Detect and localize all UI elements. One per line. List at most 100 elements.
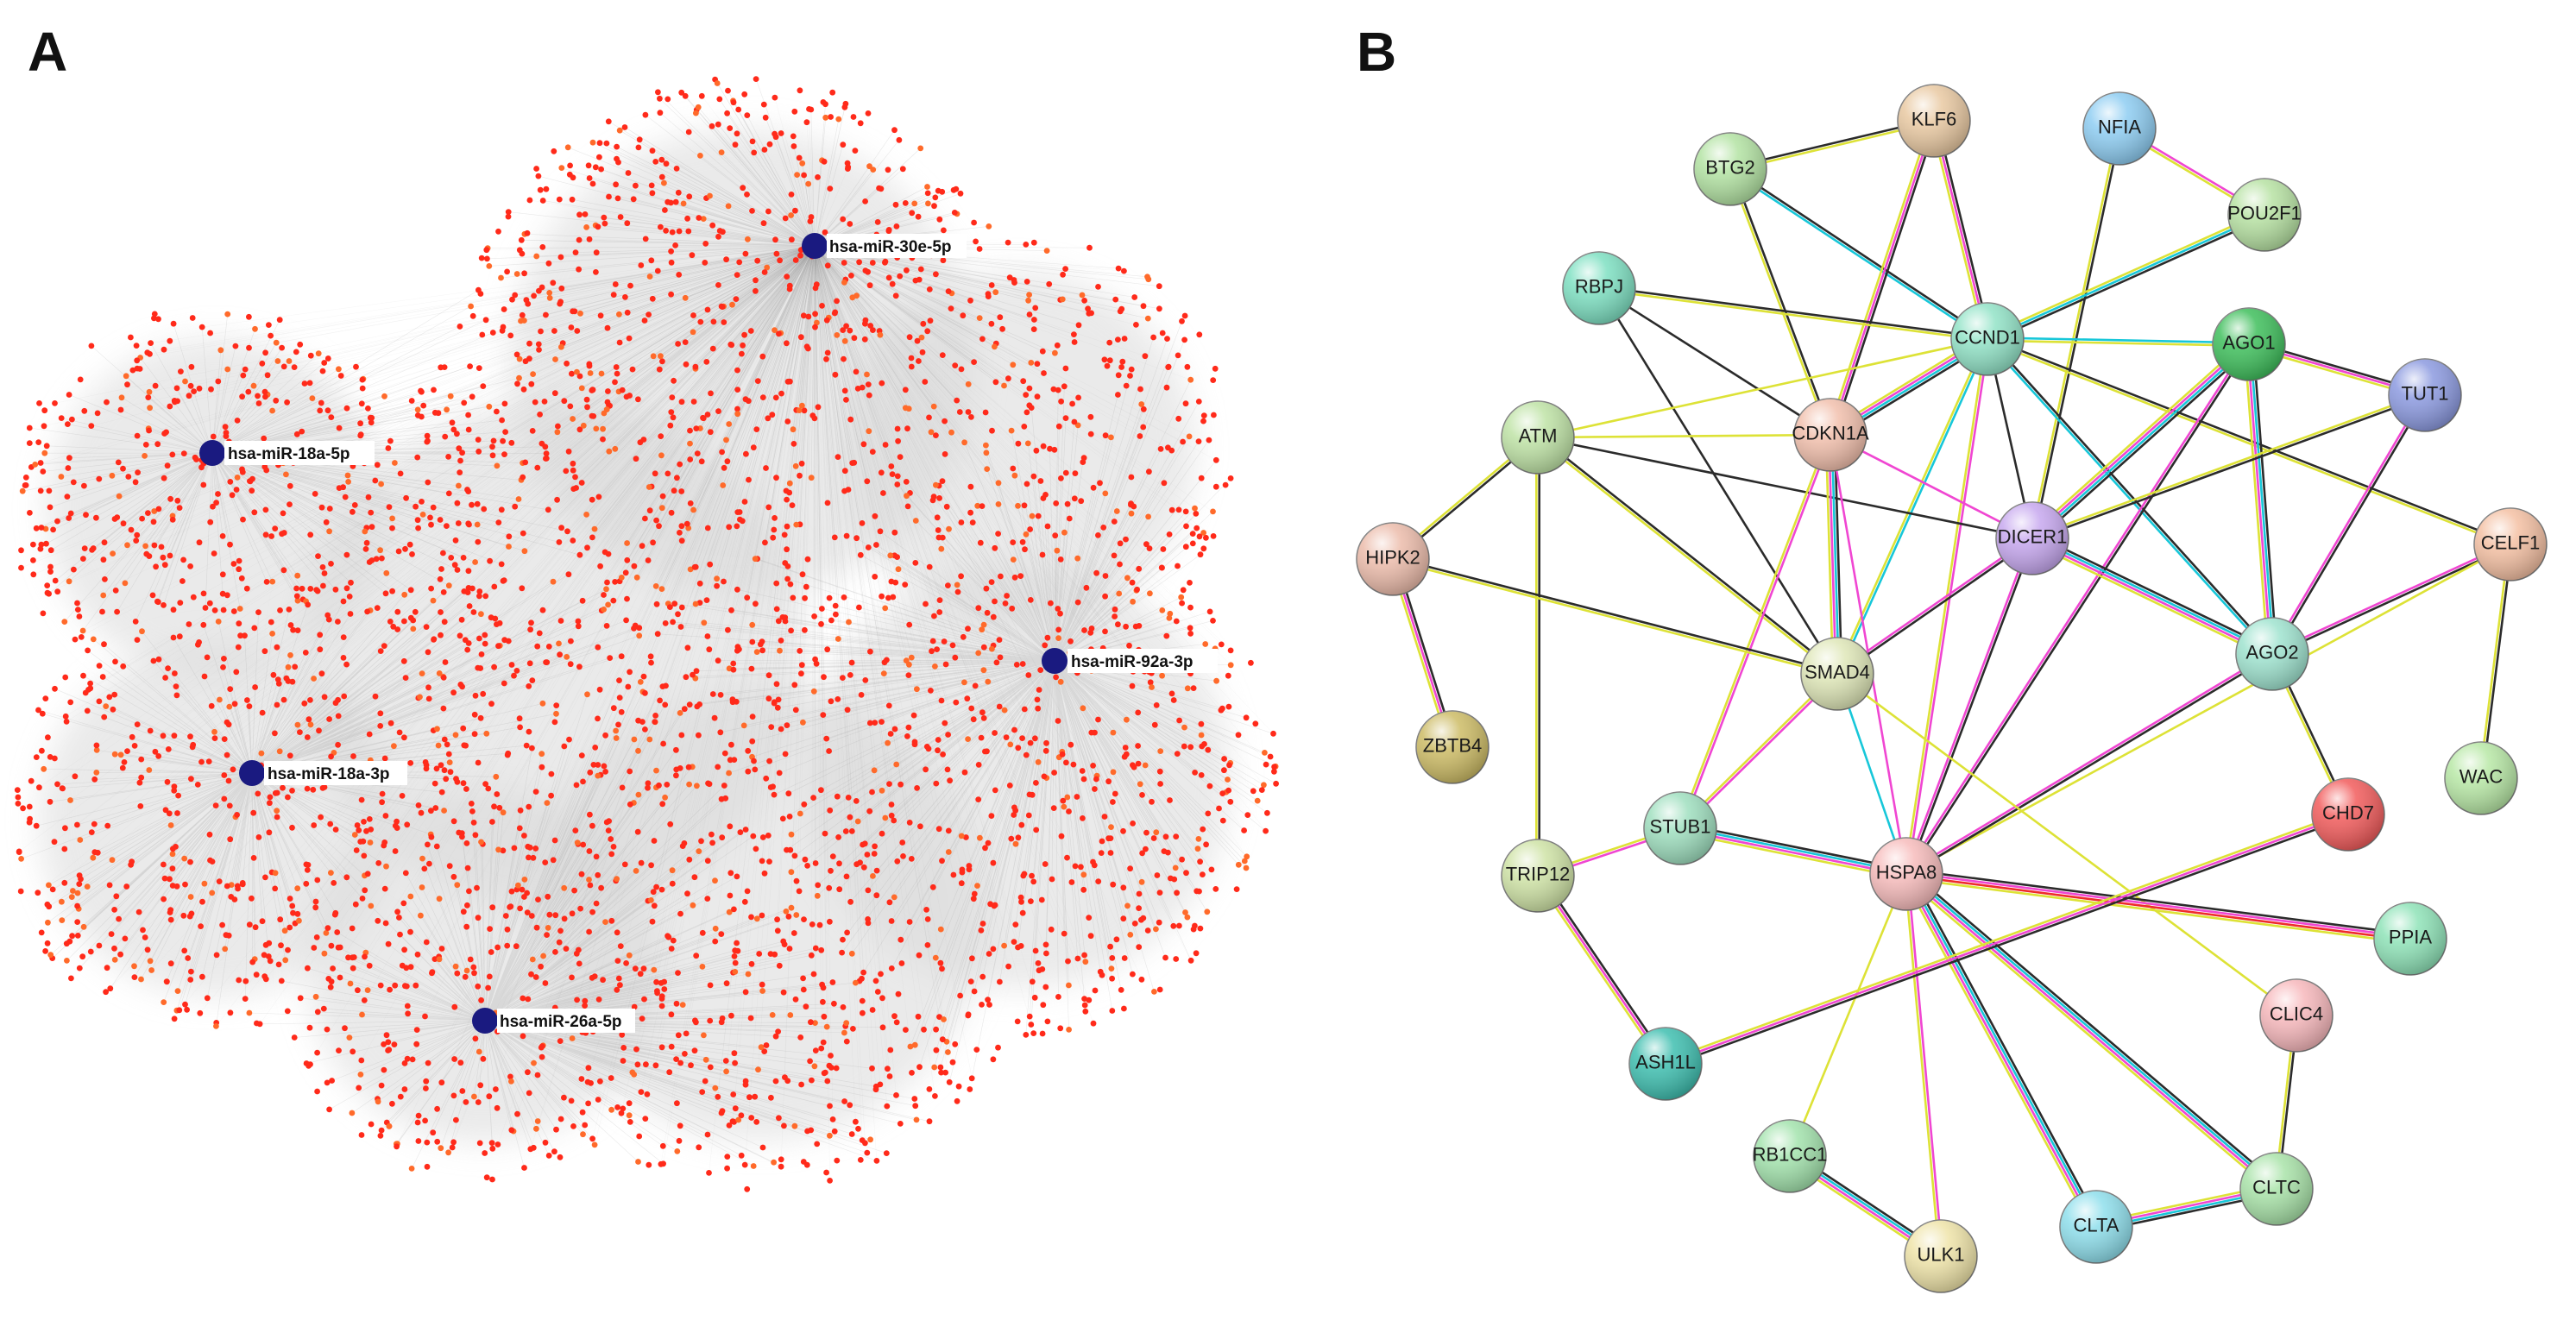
target-node bbox=[658, 452, 664, 459]
mirna-hub-h1[interactable]: hsa-miR-30e-5p bbox=[802, 233, 967, 259]
mirna-hub-h5[interactable]: hsa-miR-26a-5p bbox=[472, 1008, 635, 1034]
interaction-RBPJ-CCND1[interactable] bbox=[1597, 286, 1989, 342]
protein-node-cdkn1a[interactable]: CDKN1A bbox=[1792, 398, 1869, 472]
target-node bbox=[1090, 763, 1096, 769]
interaction-CCND1-ATM[interactable] bbox=[1536, 337, 1989, 439]
protein-node-ppia[interactable]: PPIA bbox=[2373, 902, 2447, 976]
interaction-ATM-DICER1[interactable] bbox=[1536, 436, 2034, 540]
protein-node-ago2[interactable]: AGO2 bbox=[2235, 617, 2309, 691]
target-node bbox=[790, 426, 797, 433]
target-node bbox=[772, 1033, 779, 1040]
interaction-CCND1-HSPA8[interactable] bbox=[1904, 337, 1990, 876]
target-node bbox=[539, 244, 546, 250]
mirna-hub-h3[interactable]: hsa-miR-92a-3p bbox=[1042, 648, 1218, 674]
protein-node-stub1[interactable]: STUB1 bbox=[1643, 791, 1717, 865]
interaction-CELF1-AGO2[interactable] bbox=[2270, 542, 2513, 657]
protein-node-rbpj[interactable]: RBPJ bbox=[1562, 251, 1636, 325]
interaction-RBPJ-SMAD4[interactable] bbox=[1597, 286, 1839, 676]
interaction-AGO2-HSPA8[interactable] bbox=[1904, 651, 2275, 877]
protein-node-ulk1[interactable]: ULK1 bbox=[1904, 1219, 1978, 1293]
interaction-CCND1-CELF1[interactable] bbox=[1986, 336, 2512, 547]
target-node bbox=[246, 344, 252, 351]
target-node bbox=[178, 368, 184, 374]
interaction-TUT1-DICER1[interactable] bbox=[2031, 393, 2427, 541]
interaction-ATM-SMAD4[interactable] bbox=[1535, 435, 1840, 676]
protein-node-dicer1[interactable]: DICER1 bbox=[1995, 501, 2069, 575]
interaction-CCND1-AGO2[interactable] bbox=[1985, 336, 2275, 657]
interaction-POU2F1-CCND1[interactable] bbox=[1985, 211, 2267, 343]
interaction-RBPJ-CDKN1A[interactable] bbox=[1597, 286, 1832, 437]
interaction-AGO1-AGO2[interactable] bbox=[2243, 343, 2278, 656]
protein-node-pou2f1[interactable]: POU2F1 bbox=[2227, 178, 2302, 252]
protein-node-chd7[interactable]: CHD7 bbox=[2311, 777, 2385, 852]
interaction-SMAD4-CLIC4[interactable] bbox=[1836, 672, 2298, 1017]
target-node bbox=[1074, 599, 1081, 606]
target-node bbox=[1163, 632, 1170, 639]
interaction-CCND1-AGO1[interactable] bbox=[1986, 336, 2251, 347]
interaction-CDKN1A-DICER1[interactable] bbox=[1829, 433, 2034, 540]
interaction-TUT1-AGO2[interactable] bbox=[2270, 393, 2428, 657]
interaction-ATM-CDKN1A[interactable] bbox=[1536, 433, 1832, 439]
interaction-NFIA-DICER1[interactable] bbox=[2030, 127, 2122, 540]
target-node bbox=[600, 425, 606, 432]
interaction-DICER1-HSPA8[interactable] bbox=[1904, 537, 2035, 876]
target-node bbox=[456, 482, 462, 489]
interaction-HSPA8-CLTA[interactable] bbox=[1901, 871, 2101, 1230]
interaction-KLF6-CCND1[interactable] bbox=[1930, 118, 1992, 342]
interaction-HSPA8-PPIA[interactable] bbox=[1905, 868, 2412, 945]
interaction-CDKN1A-SMAD4[interactable] bbox=[1824, 433, 1843, 676]
protein-node-wac[interactable]: WAC bbox=[2444, 741, 2518, 815]
target-node bbox=[656, 782, 662, 789]
protein-node-atm[interactable]: ATM bbox=[1501, 400, 1575, 475]
protein-node-ash1l[interactable]: ASH1L bbox=[1628, 1027, 1703, 1101]
target-node bbox=[67, 510, 74, 517]
interaction-CDKN1A-STUB1[interactable] bbox=[1678, 433, 1833, 830]
target-node bbox=[1017, 894, 1024, 901]
target-node bbox=[206, 831, 213, 838]
interaction-AGO1-DICER1[interactable] bbox=[2028, 339, 2253, 544]
interaction-BTG2-CCND1[interactable] bbox=[1728, 167, 1990, 342]
interaction-ATM-TRIP12[interactable] bbox=[1535, 436, 1540, 877]
target-node bbox=[450, 689, 457, 696]
target-node bbox=[584, 544, 590, 551]
interaction-AGO1-HSPA8[interactable] bbox=[1904, 342, 2252, 877]
target-node bbox=[889, 280, 896, 287]
protein-node-trip12[interactable]: TRIP12 bbox=[1501, 839, 1575, 913]
protein-node-btg2[interactable]: BTG2 bbox=[1693, 132, 1767, 206]
mirna-hub-h2[interactable]: hsa-miR-18a-5p bbox=[199, 440, 375, 466]
interaction-TRIP12-ASH1L[interactable] bbox=[1534, 872, 1670, 1067]
protein-node-clic4[interactable]: CLIC4 bbox=[2259, 978, 2334, 1053]
target-node bbox=[459, 833, 465, 840]
protein-node-celf1[interactable]: CELF1 bbox=[2473, 507, 2548, 582]
target-node bbox=[745, 971, 752, 978]
protein-node-hipk2[interactable]: HIPK2 bbox=[1356, 522, 1430, 596]
protein-node-klf6[interactable]: KLF6 bbox=[1897, 84, 1971, 158]
interaction-BTG2-CDKN1A[interactable] bbox=[1728, 167, 1833, 437]
protein-node-ago1[interactable]: AGO1 bbox=[2212, 307, 2286, 381]
mirna-hub-h4[interactable]: hsa-miR-18a-3p bbox=[239, 760, 407, 786]
interaction-HSPA8-CLTC[interactable] bbox=[1902, 869, 2281, 1194]
target-node bbox=[561, 884, 568, 891]
interaction-CHD7-ASH1L[interactable] bbox=[1663, 810, 2351, 1068]
interaction-CELF1-HSPA8[interactable] bbox=[1905, 543, 2512, 876]
protein-node-zbtb4[interactable]: ZBTB4 bbox=[1415, 710, 1490, 784]
interaction-DICER1-SMAD4[interactable] bbox=[1835, 536, 2035, 676]
interaction-HIPK2-SMAD4[interactable] bbox=[1391, 556, 1839, 676]
interaction-KLF6-CDKN1A[interactable] bbox=[1826, 118, 1938, 437]
protein-node-ccnd1[interactable]: CCND1 bbox=[1950, 302, 2025, 376]
protein-node-tut1[interactable]: TUT1 bbox=[2388, 358, 2462, 432]
protein-node-hspa8[interactable]: HSPA8 bbox=[1869, 837, 1943, 911]
target-node bbox=[84, 707, 91, 714]
interaction-DICER1-AGO2[interactable] bbox=[2029, 533, 2276, 659]
protein-node-rb1cc1[interactable]: RB1CC1 bbox=[1753, 1119, 1828, 1193]
protein-node-smad4[interactable]: SMAD4 bbox=[1800, 637, 1874, 711]
interaction-STUB1-HSPA8[interactable] bbox=[1678, 822, 1909, 880]
protein-node-cltc[interactable]: CLTC bbox=[2239, 1152, 2314, 1226]
interaction-HSPA8-ULK1[interactable] bbox=[1904, 872, 1943, 1258]
interaction-CELF1-WAC[interactable] bbox=[2478, 543, 2513, 780]
interaction-HSPA8-RB1CC1[interactable] bbox=[1788, 872, 1908, 1158]
protein-node-clta[interactable]: CLTA bbox=[2059, 1190, 2133, 1264]
target-node bbox=[633, 456, 639, 462]
protein-node-nfia[interactable]: NFIA bbox=[2082, 91, 2157, 166]
target-node bbox=[404, 1055, 411, 1062]
